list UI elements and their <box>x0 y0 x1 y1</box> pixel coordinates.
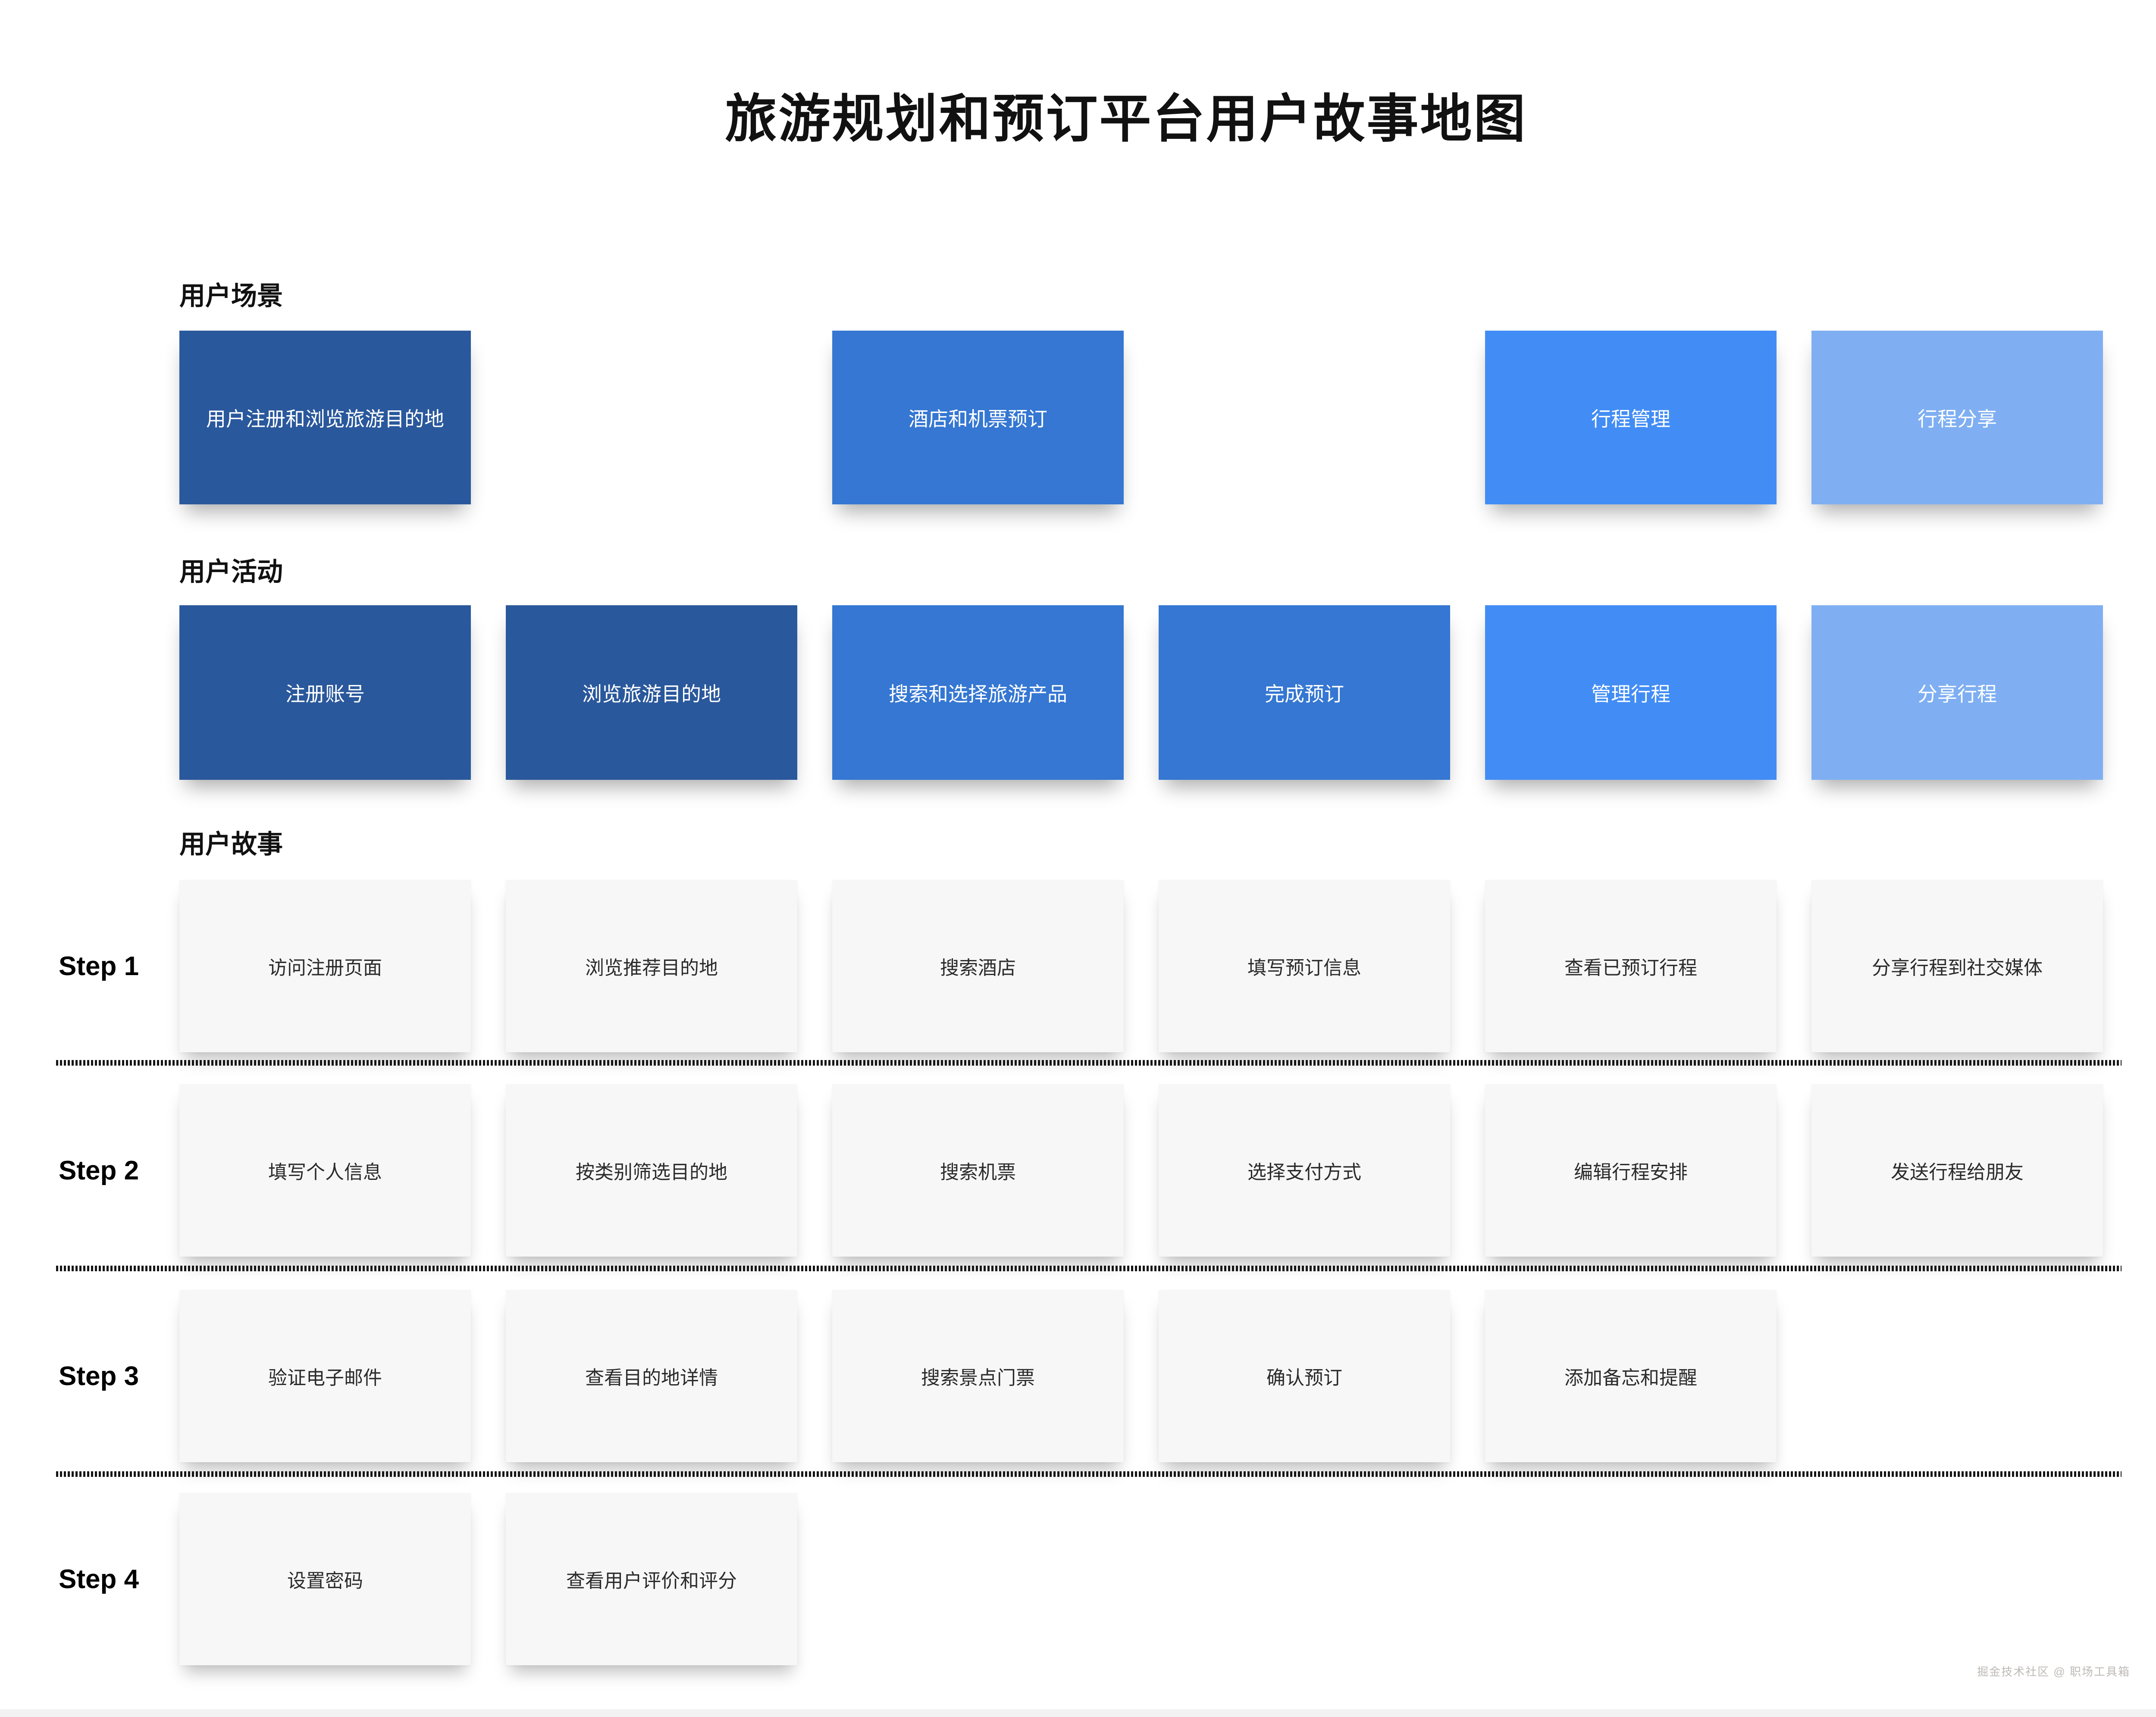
story-card: 访问注册页面 <box>179 880 471 1052</box>
activity-note: 浏览旅游目的地 <box>506 605 797 780</box>
story-card: 编辑行程安排 <box>1485 1084 1777 1257</box>
scenario-note: 酒店和机票预订 <box>832 331 1124 504</box>
watermark: 掘金技术社区 @ 职场工具箱 <box>1977 1665 2130 1678</box>
scenario-note: 行程管理 <box>1485 331 1777 504</box>
story-card: 按类别筛选目的地 <box>506 1084 797 1257</box>
story-card: 搜索酒店 <box>832 880 1124 1052</box>
step-label: Step 4 <box>59 1564 139 1594</box>
story-card: 添加备忘和提醒 <box>1485 1290 1777 1462</box>
step-label: Step 3 <box>59 1361 139 1391</box>
story-card: 设置密码 <box>179 1493 471 1665</box>
story-card: 确认预订 <box>1159 1290 1450 1462</box>
story-card: 选择支付方式 <box>1159 1084 1450 1257</box>
activity-note: 注册账号 <box>179 605 471 780</box>
activity-note: 分享行程 <box>1811 605 2103 780</box>
row-divider <box>56 1471 2122 1477</box>
story-card: 浏览推荐目的地 <box>506 880 797 1052</box>
story-card: 填写预订信息 <box>1159 880 1450 1052</box>
story-card: 查看用户评价和评分 <box>506 1493 797 1665</box>
section-label-activities: 用户活动 <box>179 557 283 586</box>
section-label-scenarios: 用户场景 <box>179 281 283 310</box>
story-card: 填写个人信息 <box>179 1084 471 1257</box>
scenario-note: 行程分享 <box>1811 331 2103 504</box>
story-card: 查看已预订行程 <box>1485 880 1777 1052</box>
story-card: 分享行程到社交媒体 <box>1811 880 2103 1052</box>
story-card: 验证电子邮件 <box>179 1290 471 1462</box>
footer-strip <box>0 1709 2156 1717</box>
story-card: 搜索景点门票 <box>832 1290 1124 1462</box>
step-label: Step 1 <box>59 951 139 981</box>
story-card: 搜索机票 <box>832 1084 1124 1257</box>
activity-note: 完成预订 <box>1159 605 1450 780</box>
page-title: 旅游规划和预订平台用户故事地图 <box>725 90 1527 148</box>
story-card: 发送行程给朋友 <box>1811 1084 2103 1257</box>
scenario-note: 用户注册和浏览旅游目的地 <box>179 331 471 504</box>
row-divider <box>56 1266 2122 1271</box>
activity-note: 管理行程 <box>1485 605 1777 780</box>
step-label: Step 2 <box>59 1155 139 1185</box>
row-divider <box>56 1060 2122 1066</box>
story-card: 查看目的地详情 <box>506 1290 797 1462</box>
activity-note: 搜索和选择旅游产品 <box>832 605 1124 780</box>
section-label-stories: 用户故事 <box>179 830 283 859</box>
